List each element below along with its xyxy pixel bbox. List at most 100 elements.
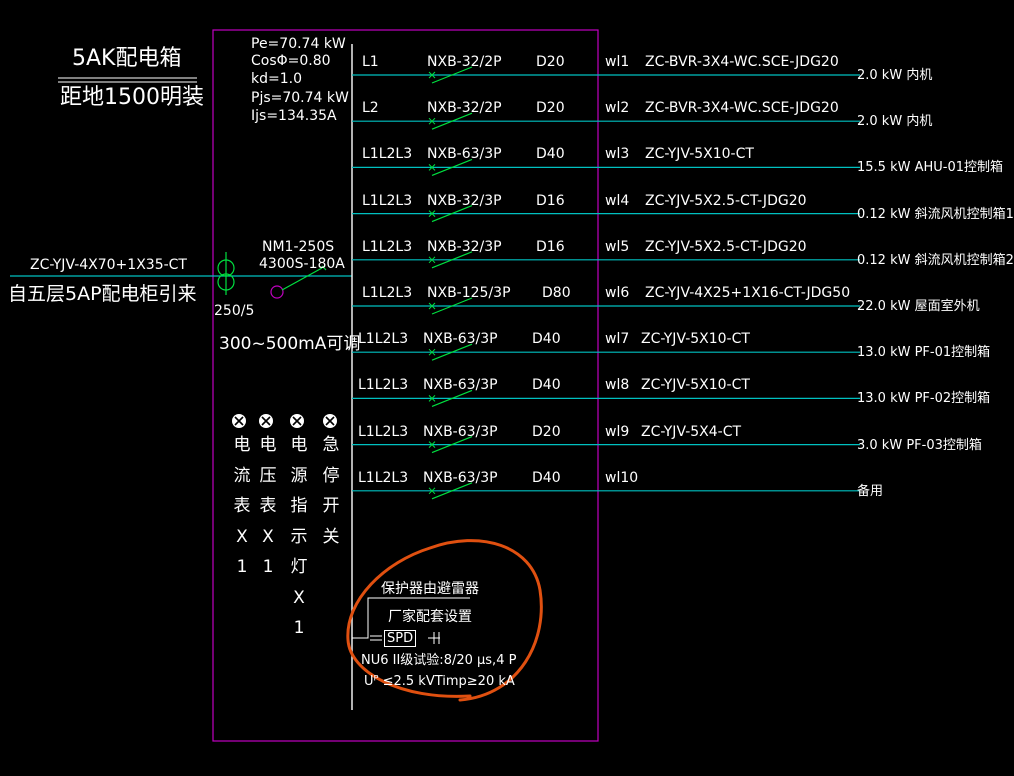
circuit-curve: D20	[536, 100, 565, 117]
breaker-switch-icon	[431, 297, 473, 315]
circuit-breaker: NXB-63/3P	[423, 469, 498, 486]
circuit-id: wl2	[605, 100, 630, 117]
voltmeter-label: 电压表X1	[259, 435, 277, 577]
circuit-id: wl6	[605, 285, 630, 301]
breaker-switch-icon	[431, 436, 473, 454]
breaker-contact-icon	[428, 164, 436, 171]
spd-spec-2: Uᴾ ≤2.5 kVTimp≥20 kA	[364, 674, 515, 689]
breaker-switch-icon	[431, 66, 473, 84]
circuit-breaker: NXB-32/2P	[427, 100, 502, 117]
breaker-contact-icon	[428, 256, 436, 264]
param-pjs: Pjs=70.74 kW	[251, 90, 349, 106]
circuit-cable: ZC-YJV-4X25+1X16-CT-JDG50	[645, 285, 851, 301]
circuit-curve: D40	[532, 377, 561, 394]
breaker-switch-icon	[431, 482, 473, 500]
circuit-curve: D20	[532, 423, 561, 440]
circuit-load: 0.12 kW 斜流风机控制箱1	[857, 206, 1014, 222]
circuit-phase: L1L2L3	[358, 377, 409, 394]
circuit-load: 2.0 kW 内机	[857, 114, 933, 130]
annotation-circle	[346, 539, 543, 702]
circuit-breaker: NXB-32/3P	[427, 192, 502, 209]
circuit-id: wl8	[605, 377, 630, 394]
circuit-load: 13.0 kW PF-01控制箱	[857, 345, 991, 361]
spd-wire	[352, 597, 470, 639]
circuit-cable: ZC-YJV-5X10-CT	[645, 146, 754, 163]
circuit-curve: D20	[536, 54, 565, 70]
param-kd: kd=1.0	[251, 71, 302, 87]
circuit-phase: L1L2L3	[358, 331, 409, 348]
circuit-phase: L1L2L3	[358, 469, 409, 486]
circuit-cable: ZC-YJV-5X4-CT	[641, 423, 742, 440]
circuit-cable: ZC-YJV-5X10-CT	[641, 331, 750, 348]
panel-frame	[212, 29, 599, 742]
main-breaker-rating: 4300S-180A	[259, 256, 345, 272]
breaker-switch-icon	[431, 389, 473, 407]
circuit-curve: D80	[542, 285, 571, 301]
spd-box: SPD	[384, 630, 417, 647]
circuit-curve: D40	[532, 331, 561, 348]
breaker-contact-icon	[428, 395, 436, 402]
circuit-breaker: NXB-63/3P	[423, 331, 498, 348]
circuit-phase: L1L2L3	[362, 238, 413, 255]
circuit-id: wl5	[605, 238, 630, 255]
circuit-breaker: NXB-125/3P	[427, 285, 511, 301]
circuit-load: 0.12 kW 斜流风机控制箱2	[857, 252, 1014, 268]
circuit-breaker: NXB-63/3P	[423, 377, 498, 394]
rcd-icon	[270, 285, 284, 299]
breaker-contact-icon	[428, 348, 436, 356]
circuit-breaker: NXB-32/2P	[427, 54, 502, 70]
circuit-curve: D40	[532, 469, 561, 486]
power-indicator-label: 电源指示灯X1	[290, 435, 308, 638]
circuit-load: 3.0 kW PF-03控制箱	[857, 437, 982, 453]
circuit-phase: L1L2L3	[362, 192, 413, 209]
circuit-id: wl9	[605, 423, 630, 440]
spd-note: 厂家配套设置	[388, 609, 472, 625]
mount-note: 距地1500明装	[60, 85, 204, 110]
circuit-breaker: NXB-63/3P	[423, 423, 498, 440]
circuit-breaker: NXB-63/3P	[427, 146, 502, 163]
circuit-phase: L1L2L3	[362, 285, 413, 301]
circuit-id: wl7	[605, 331, 630, 348]
circuit-load: 15.5 kW AHU-01控制箱	[857, 160, 1004, 176]
breaker-switch-icon	[431, 205, 473, 223]
breaker-contact-icon	[428, 441, 436, 448]
circuit-id: wl1	[605, 54, 630, 70]
circuit-curve: D16	[536, 238, 565, 255]
circuit-phase: L1L2L3	[362, 146, 413, 163]
circuit-cable: ZC-YJV-5X2.5-CT-JDG20	[645, 238, 807, 255]
circuit-id: wl10	[605, 469, 639, 486]
param-cos: CosΦ=0.80	[251, 53, 331, 69]
breaker-contact-icon	[428, 210, 436, 217]
spd-label: SPD	[387, 631, 414, 646]
breaker-contact-icon	[428, 487, 436, 495]
param-ijs: Ijs=134.35A	[251, 108, 337, 124]
circuit-phase: L1L2L3	[358, 423, 409, 440]
circuit-phase: L1	[362, 54, 379, 70]
circuit-load: 22.0 kW 屋面室外机	[857, 299, 980, 314]
incoming-cable: ZC-YJV-4X70+1X35-CT	[30, 257, 187, 273]
instrument-icons	[232, 414, 337, 428]
circuit-id: wl3	[605, 146, 630, 163]
circuit-load: 13.0 kW PF-02控制箱	[857, 391, 991, 407]
breaker-switch-icon	[431, 158, 473, 176]
circuit-cable: ZC-YJV-5X10-CT	[641, 377, 750, 394]
breaker-switch-icon	[431, 343, 473, 361]
breaker-contact-icon	[428, 71, 436, 79]
breaker-switch-icon	[431, 112, 473, 130]
circuit-phase: L2	[362, 100, 379, 117]
main-breaker-icon	[281, 267, 323, 291]
circuit-load: 备用	[857, 483, 884, 499]
param-pe: Pe=70.74 kW	[251, 36, 346, 52]
circuit-cable: ZC-YJV-5X2.5-CT-JDG20	[645, 192, 807, 209]
circuit-load: 2.0 kW 内机	[857, 68, 933, 83]
circuit-breaker: NXB-32/3P	[427, 238, 502, 255]
rcd-setting: 300~500mA可调	[219, 334, 361, 354]
main-breaker-model: NM1-250S	[262, 239, 335, 255]
circuit-id: wl4	[605, 192, 630, 209]
panel-title: 5AK配电箱	[72, 46, 182, 71]
feeder-lines	[352, 66, 860, 500]
breaker-contact-icon	[428, 117, 436, 125]
incoming-source: 自五层5AP配电柜引来	[8, 283, 197, 305]
circuit-curve: D40	[536, 146, 565, 163]
